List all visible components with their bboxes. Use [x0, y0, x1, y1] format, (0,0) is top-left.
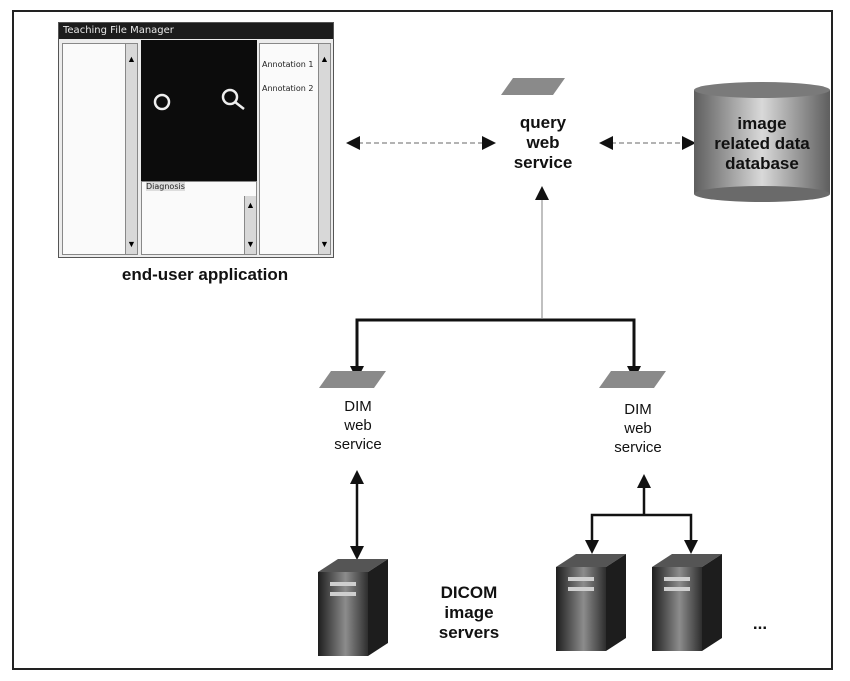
diagnosis-label: Diagnosis	[146, 182, 185, 191]
arrow-dim-left-to-server	[350, 470, 364, 560]
arrow-query-to-database	[599, 136, 696, 150]
left-list-pane: ▲ ▼	[62, 43, 138, 255]
branch-to-dim-services	[350, 318, 641, 380]
server-right-2	[652, 554, 722, 651]
app-window-title: Teaching File Manager	[59, 23, 333, 39]
scroll-down-icon[interactable]: ▼	[320, 239, 329, 249]
scroll-down-icon[interactable]: ▼	[127, 239, 136, 249]
annotation-marker-icon-1	[153, 93, 171, 111]
annotation-item-1[interactable]: Annotation 1	[262, 60, 314, 69]
dim-service-plate-right	[599, 371, 666, 388]
server-left	[318, 559, 388, 656]
annotation-pane: Annotation 1 Annotation 2 ▲ ▼	[259, 43, 331, 255]
annotation-scrollbar[interactable]: ▲ ▼	[318, 44, 330, 254]
dim-web-service-right-label: DIM web service	[614, 401, 662, 456]
server-right-1	[556, 554, 626, 651]
dim-service-plate-left	[319, 371, 386, 388]
database-cylinder	[694, 82, 830, 202]
arrow-app-to-query	[346, 136, 496, 150]
annotation-item-2[interactable]: Annotation 2	[262, 84, 314, 93]
dim-web-service-left-label: DIM web service	[334, 398, 382, 453]
database-label: image related data database	[714, 114, 810, 173]
scroll-up-icon[interactable]: ▲	[127, 54, 136, 64]
diagnosis-scrollbar[interactable]: ▲ ▼	[244, 196, 256, 254]
annotation-marker-icon-2	[221, 88, 239, 106]
scroll-down-icon[interactable]: ▼	[246, 239, 255, 249]
query-service-plate	[501, 78, 565, 95]
end-user-application-window: Teaching File Manager ▲ ▼ Annotation 1 A…	[58, 22, 334, 258]
branch-dim-right-to-servers	[585, 474, 698, 554]
scroll-up-icon[interactable]: ▲	[246, 200, 255, 210]
diagram-frame	[12, 10, 833, 670]
diagnosis-pane: Diagnosis ▲ ▼	[141, 181, 257, 255]
query-web-service-label: query web service	[513, 113, 573, 172]
end-user-application-label: end-user application	[121, 265, 289, 284]
left-scrollbar[interactable]: ▲ ▼	[125, 44, 137, 254]
ellipsis-label: ...	[752, 614, 768, 633]
image-viewer	[141, 40, 257, 198]
dicom-image-servers-label: DICOM image servers	[438, 583, 500, 642]
arrow-branch-to-query	[535, 186, 549, 318]
scroll-up-icon[interactable]: ▲	[320, 54, 329, 64]
